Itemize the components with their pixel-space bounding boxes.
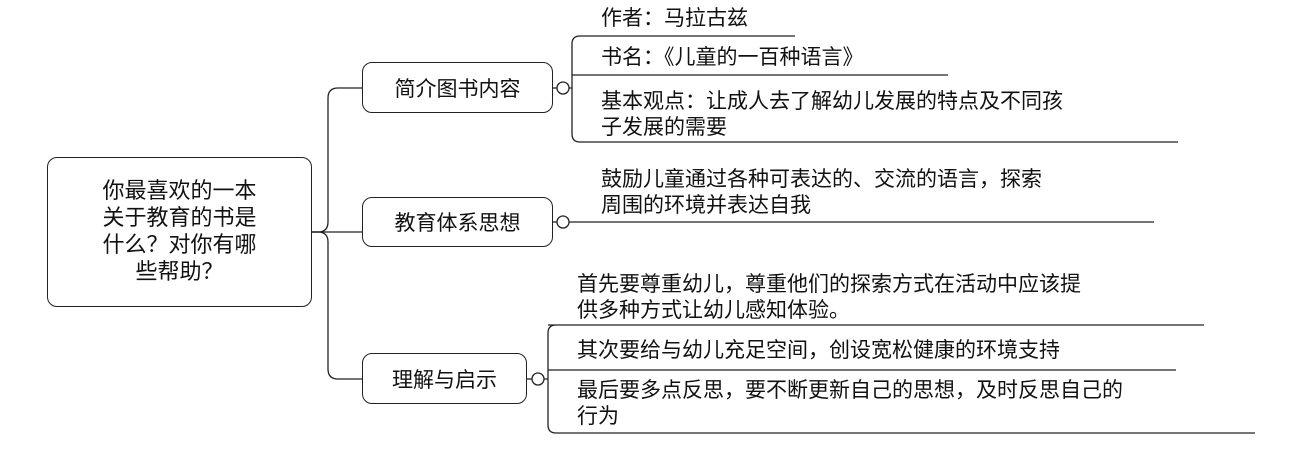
branch-book-intro[interactable]: 简介图书内容 (362, 62, 553, 113)
connector-branch-3-leaves (544, 324, 1255, 434)
collapse-handle-1 (556, 81, 570, 95)
connector-root-branch-1 (312, 87, 362, 233)
leaf-line: 周围的环境并表达自我 (601, 193, 811, 217)
leaf-give-space[interactable]: 其次要给与幼儿充足空间，创设宽松健康的环境支持 (577, 337, 1060, 363)
leaf-line: 最后要多点反思，要不断更新自己的思想，及时反思自己的 (577, 378, 1123, 402)
branch-label: 简介图书内容 (394, 76, 521, 101)
leaf-respect-children[interactable]: 首先要尊重幼儿，尊重他们的探索方式在活动中应该提 供多种方式让幼儿感知体验。 (577, 271, 1081, 323)
leaf-author[interactable]: 作者：马拉古兹 (601, 5, 748, 31)
leaf-reflect[interactable]: 最后要多点反思，要不断更新自己的思想，及时反思自己的 行为 (577, 377, 1123, 429)
root-topic-text: 你最喜欢的一本 关于教育的书是 什么？对你有哪 些帮助？ (102, 178, 256, 286)
leaf-line: 作者：马拉古兹 (601, 6, 748, 30)
leaf-line: 供多种方式让幼儿感知体验。 (577, 298, 850, 322)
connector-branch-1-leaves (569, 35, 1178, 143)
root-topic-line: 关于教育的书是 (102, 206, 257, 231)
branch-label: 教育体系思想 (394, 211, 521, 235)
connector-root-branch-3 (312, 231, 362, 380)
leaf-line: 基本观点：让成人去了解幼儿发展的特点及不同孩 (601, 89, 1063, 113)
leaf-line: 书名：《儿童的一百种语言》 (601, 45, 864, 69)
leaf-line: 子发展的需要 (601, 115, 727, 139)
root-topic[interactable]: 你最喜欢的一本 关于教育的书是 什么？对你有哪 些帮助？ (47, 157, 312, 307)
leaf-line: 其次要给与幼儿充足空间，创设宽松健康的环境支持 (577, 338, 1060, 362)
leaf-book-title[interactable]: 书名：《儿童的一百种语言》 (601, 44, 864, 70)
root-topic-line: 什么？对你有哪 (102, 233, 257, 258)
leaf-line: 行为 (577, 404, 619, 428)
branch-understanding[interactable]: 理解与启示 (362, 353, 527, 404)
leaf-line: 鼓励儿童通过各种可表达的、交流的语言，探索 (601, 167, 1042, 191)
collapse-handle-2 (556, 215, 570, 229)
collapse-handle-3 (531, 372, 545, 386)
branch-label: 理解与启示 (392, 367, 497, 392)
leaf-education-idea[interactable]: 鼓励儿童通过各种可表达的、交流的语言，探索 周围的环境并表达自我 (601, 166, 1042, 218)
root-topic-line: 些帮助？ (135, 260, 224, 285)
leaf-basic-view[interactable]: 基本观点：让成人去了解幼儿发展的特点及不同孩 子发展的需要 (601, 88, 1063, 140)
leaf-line: 首先要尊重幼儿，尊重他们的探索方式在活动中应该提 (577, 272, 1081, 296)
root-topic-line: 你最喜欢的一本 (102, 179, 257, 204)
branch-education-thought[interactable]: 教育体系思想 (362, 197, 553, 247)
